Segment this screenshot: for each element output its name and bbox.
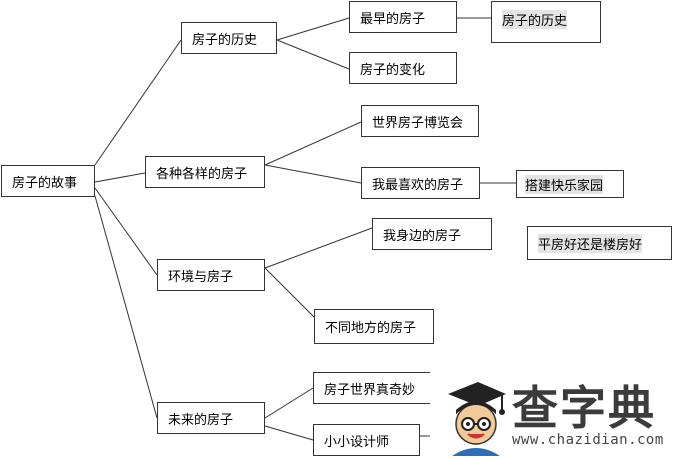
branch-environment: 环境与房子 bbox=[157, 259, 265, 291]
watermark: 查字典 www.chazidian.com bbox=[430, 370, 673, 458]
node-history-extra-label: 房子的历史 bbox=[502, 10, 568, 29]
link-root-history bbox=[94, 39, 182, 166]
link-variety-expo bbox=[264, 121, 362, 166]
node-bungalow-vs-building: 平房好还是楼房好 bbox=[527, 226, 672, 260]
link-env-different bbox=[264, 267, 315, 318]
node-nearby-house: 我身边的房子 bbox=[372, 218, 492, 250]
link-root-future bbox=[94, 195, 158, 419]
link-root-environment bbox=[94, 187, 158, 276]
node-wonder-world: 房子世界真奇妙 bbox=[313, 372, 433, 404]
link-env-nearby bbox=[264, 227, 373, 269]
node-happy-home-label: 搭建快乐家园 bbox=[525, 174, 604, 194]
node-history-extra: 房子的历史 bbox=[491, 1, 601, 43]
node-different-places: 不同地方的房子 bbox=[314, 309, 434, 344]
link-variety-favorite bbox=[264, 164, 362, 184]
branch-history: 房子的历史 bbox=[181, 22, 277, 54]
root-node: 房子的故事 bbox=[1, 165, 95, 197]
node-little-designer: 小小设计师 bbox=[313, 424, 420, 456]
link-history-change bbox=[276, 39, 350, 70]
node-house-changes: 房子的变化 bbox=[349, 52, 457, 84]
link-root-variety bbox=[94, 172, 146, 183]
node-earliest-house: 最早的房子 bbox=[349, 1, 457, 33]
branch-variety: 各种各样的房子 bbox=[145, 156, 265, 188]
link-history-earliest bbox=[276, 17, 350, 41]
link-future-designer bbox=[264, 425, 314, 441]
watermark-url: www.chazidian.com bbox=[512, 432, 664, 448]
node-favorite-house: 我最喜欢的房子 bbox=[361, 167, 480, 199]
link-future-wonder bbox=[264, 387, 314, 419]
node-world-expo: 世界房子博览会 bbox=[361, 105, 479, 137]
node-happy-home: 搭建快乐家园 bbox=[516, 170, 624, 198]
graduate-mascot-icon bbox=[448, 382, 506, 456]
watermark-title: 查字典 bbox=[512, 381, 656, 435]
branch-future: 未来的房子 bbox=[157, 402, 265, 434]
node-bungalow-vs-building-label: 平房好还是楼房好 bbox=[538, 233, 643, 253]
